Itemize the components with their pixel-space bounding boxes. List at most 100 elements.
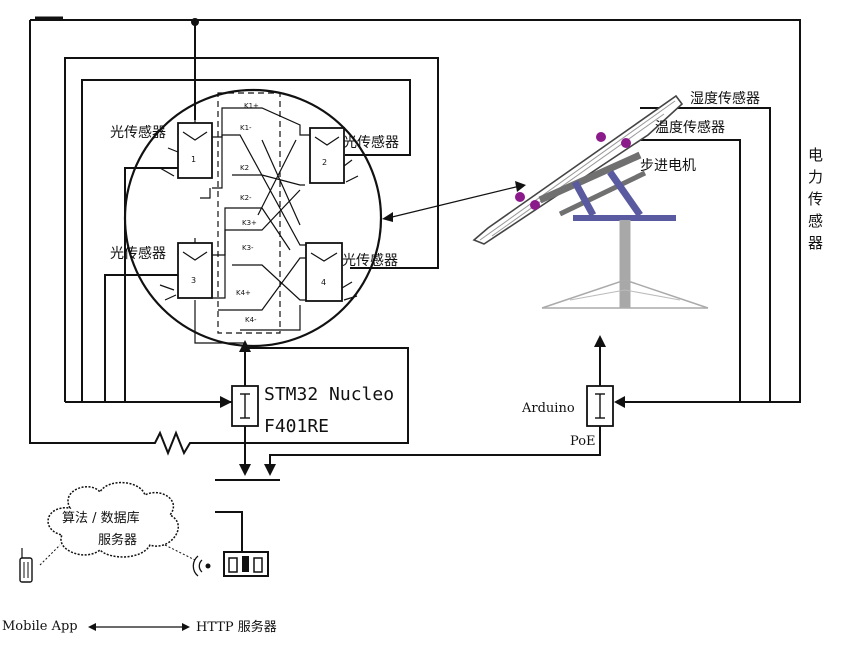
sensor-circle: 1 2 3 4 K1+ K1- <box>123 88 383 348</box>
light-sensor-label-1: 光传感器 <box>110 124 166 141</box>
outer-left-wire <box>29 20 155 444</box>
panel-clip <box>515 192 525 202</box>
arrow-head-left <box>614 396 625 408</box>
poe-wire <box>269 402 601 472</box>
arrow-head-left <box>382 212 393 222</box>
frame-wire-2 <box>64 57 439 402</box>
light-sensor-label-2: 光传感器 <box>343 134 399 151</box>
stm32-board <box>215 340 280 481</box>
arrow-head-down <box>264 464 276 476</box>
light-arrow-icon <box>167 147 179 153</box>
arrow-head-left <box>88 623 96 631</box>
light-arrow-icon <box>345 175 359 183</box>
tracker-arm <box>607 169 643 218</box>
light-sensor-4: 4 <box>305 242 358 302</box>
arduino-label: Arduino <box>521 401 575 416</box>
panel-frame <box>538 151 642 204</box>
switch-matrix-wires <box>194 107 310 344</box>
power-sensor-char: 力 <box>808 168 823 186</box>
panel-clip <box>530 200 540 210</box>
tracker-base-line <box>624 289 681 301</box>
light-arrow-icon <box>164 294 177 301</box>
power-sensor-char: 传 <box>808 190 823 208</box>
poe-label: PoE <box>570 434 596 449</box>
http-server-label: HTTP 服务器 <box>196 619 277 635</box>
link-arrow <box>387 185 521 219</box>
arduino-board <box>586 385 614 427</box>
cloud-icon <box>47 481 179 558</box>
switch-label: K1- <box>240 124 252 132</box>
resistor-icon <box>148 430 195 456</box>
stepper-motor-label: 步进电机 <box>640 158 696 174</box>
mobile-app-label: Mobile App <box>2 619 78 634</box>
cloud-router-link <box>164 544 196 561</box>
panel-frame <box>558 170 647 217</box>
panel-hatching <box>491 113 665 237</box>
cloud-label-line2: 服务器 <box>98 532 137 548</box>
right-sensor-wires <box>269 107 771 472</box>
wifi-icon <box>192 555 211 577</box>
light-arrow-icon <box>341 281 353 289</box>
frame-wire-3 <box>81 79 411 402</box>
sensor-body <box>177 242 213 299</box>
switch-label: K2 <box>240 164 249 172</box>
panel-hatching <box>479 100 676 241</box>
sensor-body <box>309 127 345 184</box>
sensor-number: 1 <box>191 155 196 164</box>
arrow-head-right <box>182 623 190 631</box>
stm32-return-wire <box>192 347 409 444</box>
frame-wire-4 <box>104 274 178 402</box>
tracker-base-line <box>569 289 626 301</box>
solar-tracker <box>382 94 709 408</box>
switch-label: K3+ <box>242 219 257 227</box>
arrow-head-right <box>515 181 526 192</box>
sensor-diode-icon <box>314 136 340 146</box>
light-sensor-label-4: 光传感器 <box>342 252 398 269</box>
power-sensor-char: 感 <box>808 212 823 230</box>
switch-label: K4+ <box>236 289 251 297</box>
humidity-sensor-clip <box>596 132 606 142</box>
light-sensor-3: 3 <box>159 242 213 301</box>
junction-dot-icon <box>191 18 199 26</box>
tracker-arm <box>571 180 597 217</box>
sensor-body <box>305 242 343 302</box>
power-sensor-char: 器 <box>808 234 823 252</box>
outer-wiring <box>29 16 801 444</box>
frame-wire-5 <box>124 167 178 402</box>
switch-label: K4- <box>245 316 257 324</box>
tracker-base <box>541 279 709 309</box>
sensor-number: 2 <box>322 158 327 167</box>
arrow-head-right <box>220 396 232 408</box>
switch-label: K1+ <box>244 102 259 110</box>
switch-label: K3- <box>242 244 254 252</box>
humidity-sensor-label: 湿度传感器 <box>690 90 760 107</box>
humidity-wire <box>640 107 771 402</box>
sensor-number: 4 <box>321 278 326 287</box>
temperature-sensor-label: 温度传感器 <box>655 119 725 136</box>
light-sensor-label-3: 光传感器 <box>110 245 166 262</box>
switch-matrix-box <box>217 92 281 334</box>
sensor-body <box>177 122 213 179</box>
sensor-number: 3 <box>191 276 196 285</box>
stm32-label-line1: STM32 Nucleo <box>264 384 394 405</box>
phone-icon <box>19 548 33 583</box>
arrow-head-down <box>239 464 251 476</box>
arrow-head-up <box>594 335 606 347</box>
light-sensor-2: 2 <box>309 127 359 184</box>
temperature-wire <box>630 139 741 402</box>
router-icon <box>215 511 269 577</box>
light-arrow-icon <box>159 167 175 177</box>
power-sensor-loop <box>30 19 801 403</box>
sensor-diode-icon <box>310 252 338 262</box>
arrow-head-up <box>239 340 251 352</box>
cloud-label-line1: 算法 / 数据库 <box>62 510 140 526</box>
temperature-sensor-clip <box>621 138 631 148</box>
phone-cloud-link <box>39 544 61 566</box>
light-arrow-icon <box>159 284 175 291</box>
power-sensor-label: 电 力 传 感 器 <box>808 146 823 252</box>
sensor-diode-icon <box>182 131 208 141</box>
power-sensor-char: 电 <box>808 146 823 164</box>
sensor-diode-icon <box>182 251 208 261</box>
light-sensor-1: 1 <box>159 122 213 179</box>
